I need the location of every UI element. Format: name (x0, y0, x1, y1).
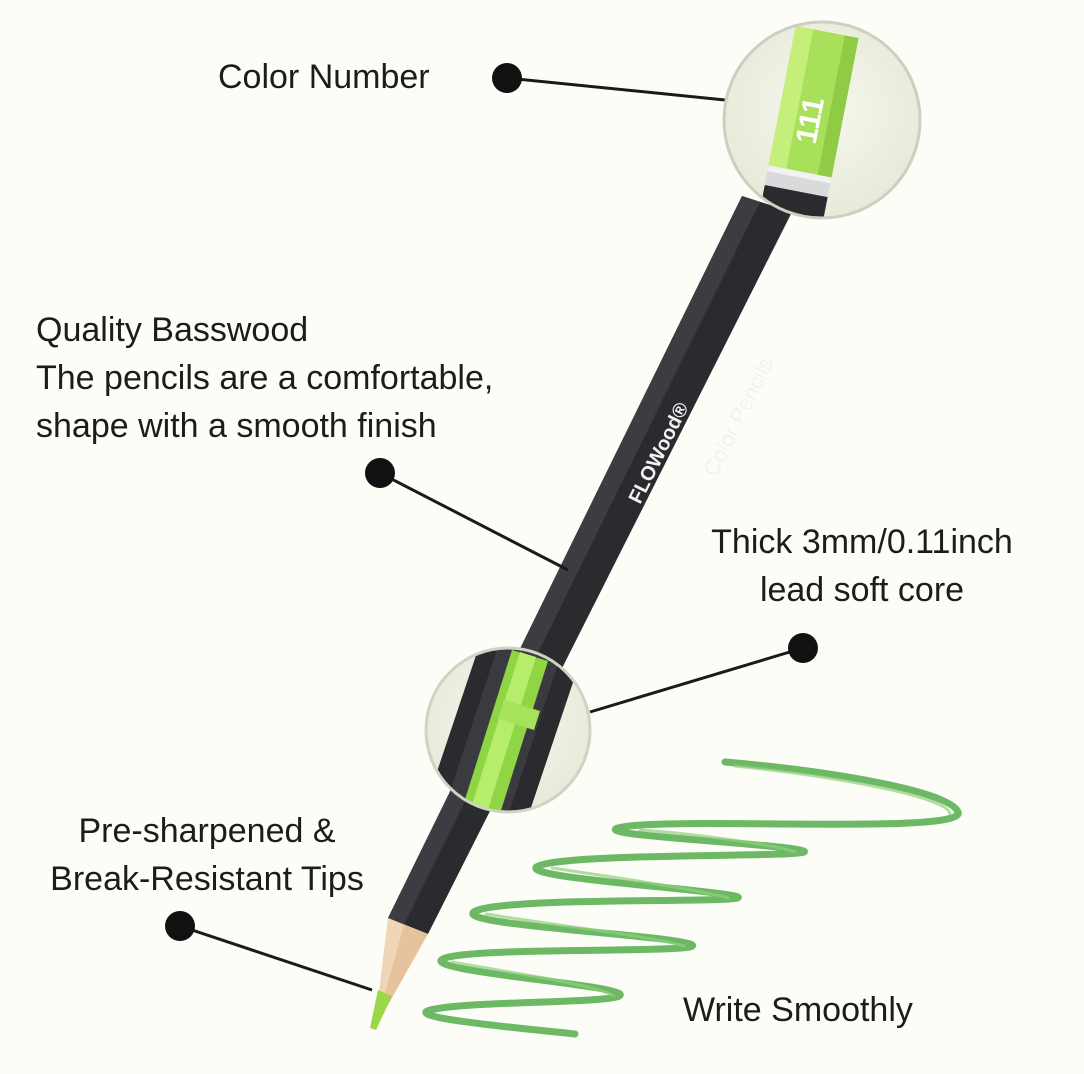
dot-lead (788, 633, 818, 663)
dot-color-number (492, 63, 522, 93)
callout-write-smoothly: Write Smoothly (683, 986, 913, 1034)
zoom-circle-lead-core (424, 646, 592, 814)
callout-basswood-title: Quality Basswood (36, 311, 309, 349)
callout-lead-line2: lead soft core (759, 571, 965, 609)
callout-lead-core: Thick 3mm/0.11inch lead soft core (672, 518, 1052, 614)
scribble-line (422, 758, 962, 1038)
callout-tips: Pre-sharpened & Break-Resistant Tips (18, 807, 396, 903)
callout-write-text: Write Smoothly (683, 991, 913, 1029)
leader-line-color-number (506, 76, 726, 102)
callout-tips-line1: Pre-sharpened & (78, 812, 336, 850)
callout-tips-line2: Break-Resistant Tips (50, 860, 364, 898)
leader-lines (179, 76, 804, 992)
callout-basswood-line1: The pencils are a comfortable, (36, 359, 494, 397)
leader-line-lead (589, 646, 804, 714)
zoom-circle-color-number: 111 (722, 20, 922, 220)
callout-color-number-text: Color Number (218, 58, 430, 96)
callout-lead-line1: Thick 3mm/0.11inch (711, 523, 1013, 561)
dot-basswood (365, 458, 395, 488)
callout-color-number: Color Number (218, 53, 430, 101)
callout-basswood: Quality Basswood The pencils are a comfo… (36, 306, 493, 450)
leader-line-basswood (379, 471, 569, 572)
callout-basswood-line2: shape with a smooth finish (36, 407, 437, 445)
leader-dots (165, 63, 818, 941)
leader-line-tips (179, 924, 373, 992)
dot-tips (165, 911, 195, 941)
